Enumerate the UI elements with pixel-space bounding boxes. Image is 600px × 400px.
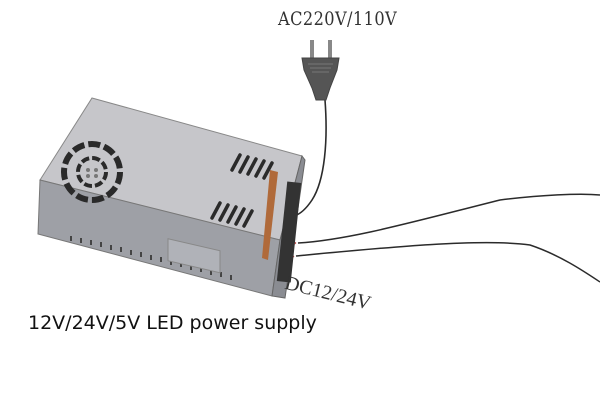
dc-output-wire-2 [295,241,600,283]
plug-icon [301,40,340,101]
fan-grille-icon [61,141,123,203]
vent-slots-lower [210,201,254,228]
ac-input-label: AC220V/110V [278,8,398,30]
front-vent-holes [70,236,232,280]
dc-output-wire-1 [297,193,600,244]
terminal-block [276,181,302,283]
product-caption: 12V/24V/5V LED power supply [28,312,317,334]
label-recess [167,238,221,274]
vent-slots-upper [230,153,274,180]
terminal-strip [262,170,278,260]
